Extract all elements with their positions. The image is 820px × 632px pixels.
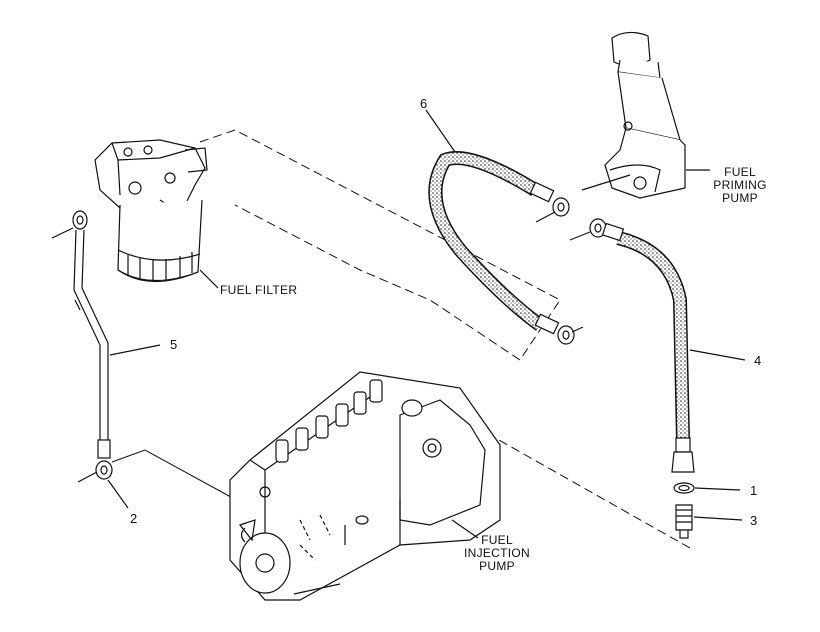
callout-3: 3 — [750, 513, 758, 528]
callout-5: 5 — [170, 337, 178, 352]
washer-and-fitting — [673, 482, 743, 539]
fuel-priming-pump-label-line2: PRIMING — [713, 178, 767, 192]
fuel-injection-pump-label-line3: PUMP — [479, 559, 515, 573]
fuel-filter — [94, 139, 219, 289]
fuel-injection-pump-label-line2: INJECTION — [463, 546, 531, 560]
fuel-hose-6 — [425, 109, 584, 345]
callout-2: 2 — [130, 511, 138, 526]
callout-6: 6 — [420, 96, 428, 111]
fuel-hose-4 — [569, 218, 746, 473]
fuel-priming-pump-label-line3: PUMP — [722, 191, 758, 205]
fuel-injection-pump — [229, 371, 501, 601]
fuel-injection-pump-label: FUEL INJECTION PUMP — [452, 534, 542, 573]
fuel-priming-pump-label: FUEL PRIMING PUMP — [712, 166, 768, 205]
callout-1: 1 — [750, 483, 758, 498]
fuel-priming-pump-label-line1: FUEL — [724, 165, 756, 179]
fuel-injection-pump-label-line1: FUEL — [481, 533, 513, 547]
fuel-line-5 — [51, 210, 161, 509]
fuel-filter-label: FUEL FILTER — [220, 283, 298, 297]
fuel-priming-pump — [581, 31, 710, 199]
callout-4: 4 — [754, 353, 762, 368]
